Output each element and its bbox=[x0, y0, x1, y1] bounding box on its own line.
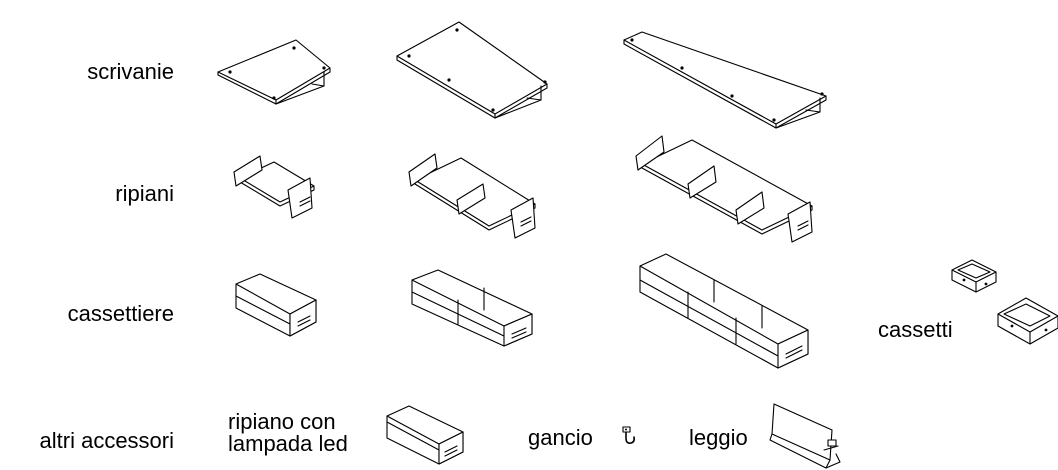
shelf-led-label-line2: lampada led bbox=[228, 431, 348, 456]
row-label-shelves: ripiani bbox=[115, 181, 174, 206]
row-label-desks: scrivanie bbox=[87, 59, 174, 84]
desk-medium-illustration bbox=[395, 20, 555, 120]
cabinet-medium-illustration bbox=[408, 266, 536, 348]
desk-large-illustration bbox=[622, 30, 832, 130]
bookstand-label: leggio bbox=[689, 425, 748, 450]
shelf-with-led-lamp-illustration bbox=[383, 402, 465, 466]
drawer-small-illustration bbox=[950, 258, 998, 294]
cabinet-small-illustration bbox=[232, 270, 318, 338]
cabinet-large-illustration bbox=[636, 250, 812, 370]
row-label-cabinets: cassettiere bbox=[67, 301, 174, 326]
desk-small-illustration bbox=[216, 38, 336, 104]
drawers-label: cassetti bbox=[878, 317, 953, 342]
hook-icon bbox=[620, 426, 636, 446]
shelf-small-illustration bbox=[230, 152, 322, 222]
shelf-led-label-line1: ripiano con bbox=[228, 409, 336, 434]
bookstand-illustration bbox=[766, 400, 842, 470]
drawer-large-illustration bbox=[996, 296, 1058, 346]
shelf-large-illustration bbox=[632, 128, 824, 246]
shelf-medium-illustration bbox=[405, 148, 545, 240]
row-label-accessories: altri accessori bbox=[39, 428, 174, 453]
hook-label: gancio bbox=[528, 425, 593, 450]
